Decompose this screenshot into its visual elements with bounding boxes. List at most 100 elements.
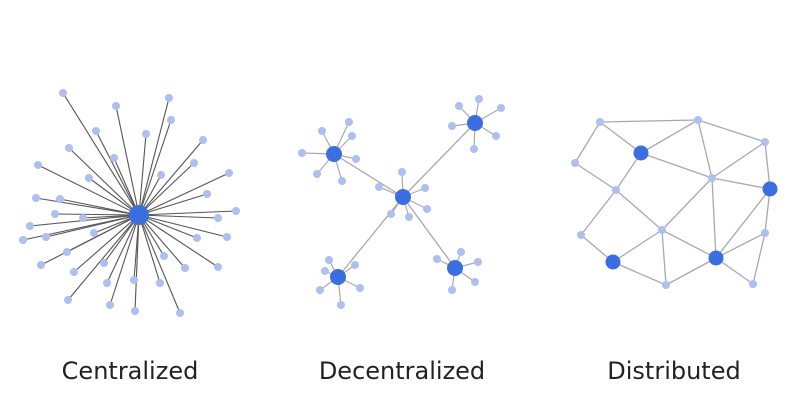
distributed-node: [571, 159, 579, 167]
decentralized-leaf-node: [433, 255, 441, 263]
distributed-link: [612, 229, 663, 263]
decentralized-hub-link: [337, 196, 404, 278]
centralized-leaf-node: [223, 233, 231, 241]
centralized-link: [138, 214, 186, 269]
centralized-leaf-node: [130, 276, 138, 284]
distributed-link: [615, 189, 663, 231]
centralized-leaf-node: [181, 264, 189, 272]
centralized-leaf-node: [56, 195, 64, 203]
centralized-link: [106, 214, 140, 284]
centralized-link: [95, 130, 140, 216]
centralized-leaf-node: [32, 194, 40, 202]
distributed-node: [577, 231, 585, 239]
centralized-link: [37, 164, 140, 216]
decentralized-leaf-node: [497, 104, 505, 112]
centralized-leaf-node: [131, 307, 139, 315]
caption-distributed: Distributed: [607, 357, 741, 385]
distributed-hub-node: [708, 250, 724, 266]
centralized-leaf-node: [90, 229, 98, 237]
distributed-link: [711, 177, 771, 190]
decentralized-leaf-node: [421, 184, 429, 192]
decentralized-leaf-node: [325, 256, 333, 264]
centralized-link: [138, 214, 219, 268]
centralized-leaf-node: [106, 301, 114, 309]
distributed-link: [599, 121, 642, 154]
decentralized-hub-node: [467, 115, 483, 131]
decentralized-leaf-node: [316, 286, 324, 294]
centralized-leaf-node: [51, 210, 59, 218]
distributed-link: [580, 189, 617, 236]
distributed-link: [599, 119, 699, 123]
centralized-leaf-node: [160, 252, 168, 260]
centralized-leaf-node: [85, 174, 93, 182]
centralized-hub-node: [129, 205, 149, 225]
caption-centralized: Centralized: [61, 357, 199, 385]
decentralized-leaf-node: [345, 118, 353, 126]
centralized-link: [138, 139, 204, 216]
distributed-node: [596, 118, 604, 126]
decentralized-leaf-node: [298, 149, 306, 157]
decentralized-leaf-node: [337, 301, 345, 309]
decentralized-hub-link: [333, 153, 404, 198]
decentralized-leaf-node: [448, 122, 456, 130]
distributed-node: [662, 281, 670, 289]
decentralized-leaf-node: [352, 155, 360, 163]
decentralized-leaf-node: [492, 132, 500, 140]
centralized-link: [109, 214, 140, 306]
decentralized-leaf-node: [313, 170, 321, 178]
distributed-link: [711, 141, 766, 179]
centralized-link: [138, 193, 208, 216]
distributed-link: [764, 141, 771, 190]
centralized-leaf-node: [157, 171, 165, 179]
distributed-node: [694, 116, 702, 124]
distributed-link: [711, 177, 717, 259]
distributed-link: [574, 162, 617, 191]
decentralized-leaf-node: [405, 213, 413, 221]
centralized-leaf-node: [110, 154, 118, 162]
distributed-link: [640, 152, 713, 179]
centralized-link: [40, 214, 140, 266]
distributed-hub-node: [633, 145, 649, 161]
distributed-link: [661, 229, 717, 259]
centralized-link: [138, 172, 230, 216]
distributed-link: [752, 232, 766, 285]
decentralized-leaf-node: [387, 210, 395, 218]
centralized-leaf-node: [214, 263, 222, 271]
distributed-node: [761, 229, 769, 237]
distributed-node: [658, 226, 666, 234]
centralized-link: [138, 119, 172, 216]
centralized-leaf-node: [37, 261, 45, 269]
distributed-hub-node: [762, 181, 778, 197]
centralized-leaf-node: [103, 279, 111, 287]
decentralized-hub-node: [447, 260, 463, 276]
caption-decentralized: Decentralized: [318, 357, 486, 385]
centralized-leaf-node: [214, 214, 222, 222]
centralized-link: [138, 210, 237, 216]
centralized-link: [113, 157, 140, 216]
distributed-link: [715, 257, 754, 285]
centralized-leaf-node: [190, 159, 198, 167]
distributed-node: [612, 186, 620, 194]
centralized-leaf-node: [42, 233, 50, 241]
distributed-node: [749, 280, 757, 288]
centralized-link: [35, 197, 140, 216]
centralized-leaf-node: [112, 102, 120, 110]
centralized-link: [88, 177, 140, 216]
centralized-leaf-node: [232, 207, 240, 215]
centralized-link: [138, 162, 195, 216]
centralized-link: [138, 214, 228, 238]
centralized-network: [19, 89, 240, 317]
distributed-link: [640, 119, 699, 154]
decentralized-hub-node: [330, 269, 346, 285]
centralized-link: [138, 214, 161, 284]
centralized-leaf-node: [199, 136, 207, 144]
centralized-leaf-node: [156, 279, 164, 287]
decentralized-leaf-node: [457, 248, 465, 256]
decentralized-hub-node: [395, 189, 411, 205]
distributed-node: [761, 138, 769, 146]
centralized-link: [138, 97, 170, 216]
centralized-link: [73, 214, 140, 273]
centralized-leaf-node: [63, 248, 71, 256]
distributed-link: [697, 119, 766, 143]
